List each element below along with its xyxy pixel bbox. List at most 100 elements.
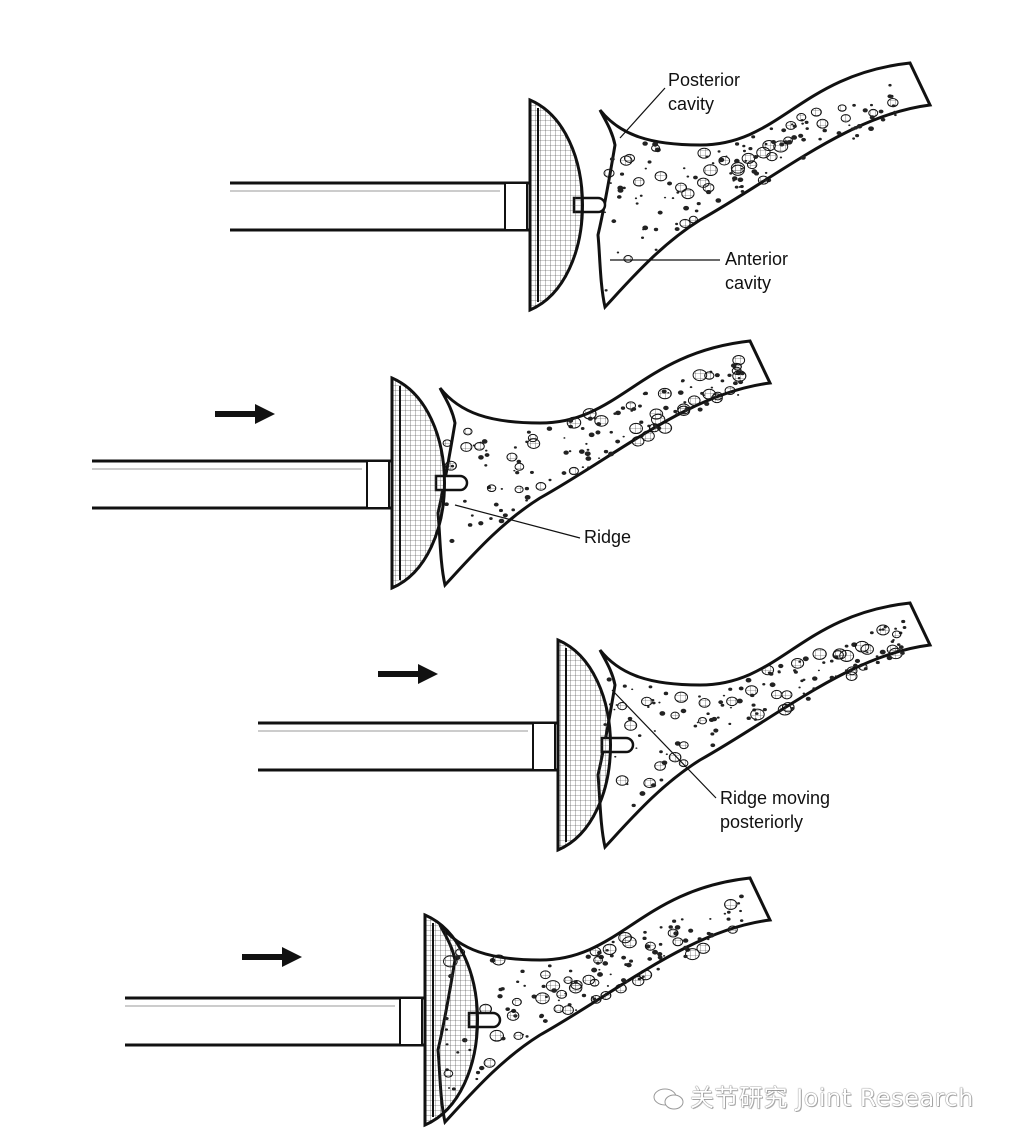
bone-pore (668, 925, 673, 929)
bone-pore (463, 427, 473, 436)
bone-pore (663, 196, 667, 199)
bone-pore (585, 954, 591, 959)
bone-pore (709, 917, 712, 920)
bone-pore (604, 211, 607, 214)
bone-pore (609, 954, 614, 958)
bone-pore (710, 743, 716, 748)
bone-pore (697, 407, 703, 412)
bone-pore (621, 955, 627, 960)
bone-pore (840, 114, 851, 123)
bone-pore (844, 669, 848, 672)
bone-pore (525, 1035, 529, 1038)
bone-pore (677, 390, 684, 395)
push-arrow-icon (378, 664, 438, 684)
bone-pore (674, 925, 681, 930)
bone-pore (675, 182, 688, 193)
bone-pore (631, 407, 637, 411)
bone-pore (685, 948, 700, 961)
bone-pore (511, 508, 516, 512)
bone-pore (675, 413, 678, 416)
bone-pore (597, 972, 603, 977)
bone-pore (679, 741, 689, 750)
bone-pore (855, 134, 860, 138)
bone-pore (647, 957, 653, 961)
bone-pore (613, 708, 616, 711)
bone-pore (891, 630, 902, 639)
bone-pore (729, 706, 733, 709)
bone-pore (620, 406, 626, 410)
bone-pore (817, 669, 820, 672)
bone-pore (652, 701, 656, 705)
bone-pore (541, 984, 546, 989)
bone-pore (723, 912, 727, 915)
bone-pore (724, 386, 736, 396)
bone-pore (742, 144, 746, 148)
bone-pore (902, 626, 907, 630)
bone-pore (637, 734, 642, 738)
bone-pore (643, 930, 647, 934)
bone (436, 876, 773, 1126)
leader-line (454, 504, 581, 539)
bone-pore (698, 698, 711, 708)
bone-pore (728, 687, 733, 691)
bone-pore (672, 937, 684, 947)
bone-pore (498, 518, 505, 524)
bone-pore (622, 186, 626, 190)
bone-pore (708, 932, 715, 938)
bone-pore (642, 141, 648, 146)
bone-pore (750, 693, 755, 698)
bone-pore (478, 455, 484, 460)
bone-pore (710, 386, 714, 389)
bone-pore (888, 83, 892, 87)
bone-pore (778, 663, 784, 669)
bone-pore (622, 684, 627, 688)
bone-pore (726, 910, 731, 914)
bone-pore (624, 963, 628, 967)
bone-pore (523, 984, 526, 987)
bone-pore (804, 120, 809, 124)
bone-pore (500, 487, 504, 490)
bone-pore (727, 373, 732, 378)
bone-pore (654, 171, 668, 182)
bone-pore (737, 177, 744, 183)
bone-pore (696, 721, 699, 724)
bone-pore (652, 141, 659, 147)
bone-pore (753, 718, 758, 721)
bone-pore (854, 640, 870, 653)
bone-pore (568, 969, 573, 973)
bone-pore (686, 175, 690, 178)
bone-pore (853, 126, 858, 130)
bone (436, 339, 773, 589)
bone-pore (890, 640, 895, 643)
bone-pore (891, 104, 896, 108)
reamer-shaft (230, 183, 530, 230)
bone-pore (731, 366, 742, 375)
bone-pore (592, 997, 597, 1001)
bone-pore (639, 420, 644, 424)
bone-pore (595, 961, 600, 965)
bone-pore (563, 976, 573, 984)
bone-pore (644, 167, 647, 170)
push-arrow-icon (215, 404, 275, 424)
bone-pore (617, 185, 624, 191)
bone-pore (762, 708, 767, 712)
bone-pore (659, 711, 666, 716)
bone-pore (529, 470, 534, 474)
bone-pore (716, 716, 720, 719)
bone-pore (722, 694, 726, 697)
bone-pore (779, 156, 783, 159)
bone-pore (734, 142, 740, 146)
bone-pore (698, 695, 701, 698)
bone-pore (597, 950, 602, 955)
bone-pore (736, 698, 743, 704)
bone-pore (647, 160, 652, 164)
bone (596, 61, 933, 311)
bone-pore (602, 943, 617, 955)
bone-pore (737, 902, 741, 905)
bone-pore (600, 991, 612, 1000)
bone-pore (556, 989, 568, 999)
bone-pore (638, 969, 653, 981)
bone-pore (470, 514, 474, 517)
bone-pore (739, 894, 744, 899)
bone-pore (738, 380, 744, 385)
